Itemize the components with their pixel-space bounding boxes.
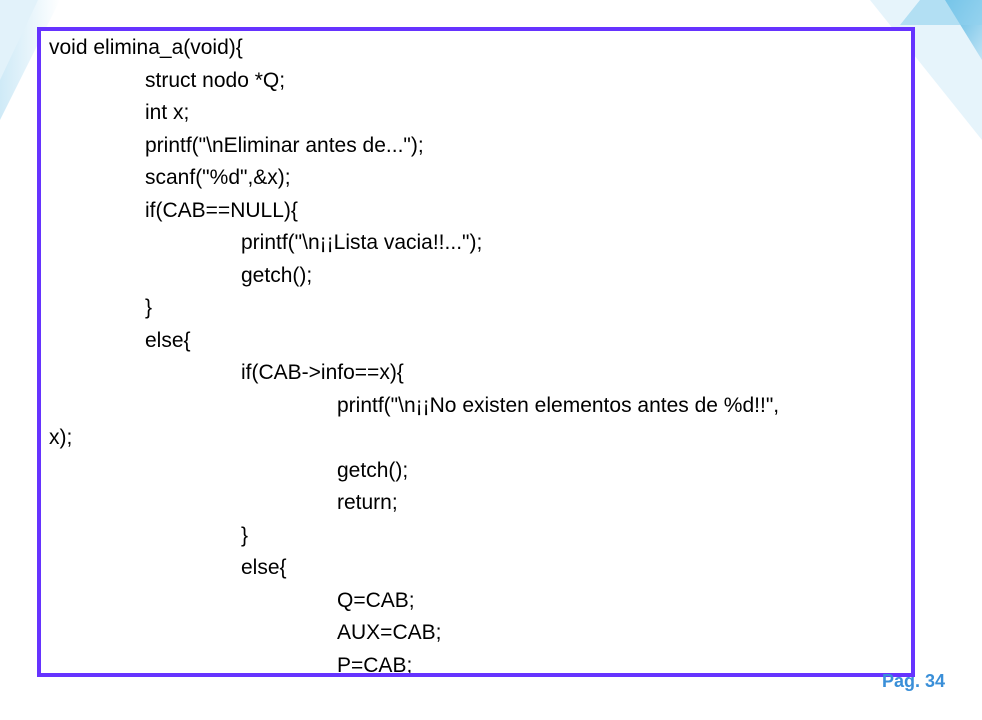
code-line: printf("\nEliminar antes de..."); [145,133,424,157]
code-line: else{ [241,556,287,579]
code-line: void elimina_a(void){ [49,36,243,59]
code-line: if(CAB==NULL){ [145,198,298,222]
code-line: if(CAB->info==x){ [241,361,404,384]
code-line: struct nodo *Q; [145,68,286,92]
code-listing-box: void elimina_a(void){struct nodo *Q; int … [37,27,915,677]
code-line: scanf("%d",&x); [145,166,291,189]
code-line: printf("\n¡¡Lista vacia!!..."); [241,231,483,254]
code-line: getch(); [241,263,313,287]
code-line: P=CAB; [337,653,413,677]
code-line: x); [49,426,73,449]
page-number: Pag. 34 [881,671,945,691]
code-line: return; [337,491,398,514]
code-line: } [145,296,153,319]
code-line: } [241,523,249,547]
code-line: int x; [145,101,190,124]
code-line: getch(); [337,458,409,482]
code-line: printf("\n¡¡No existen elementos antes d… [337,393,780,417]
code-line: Q=CAB; [337,588,415,612]
code-line: AUX=CAB; [337,621,442,644]
code-line: else{ [145,328,191,352]
